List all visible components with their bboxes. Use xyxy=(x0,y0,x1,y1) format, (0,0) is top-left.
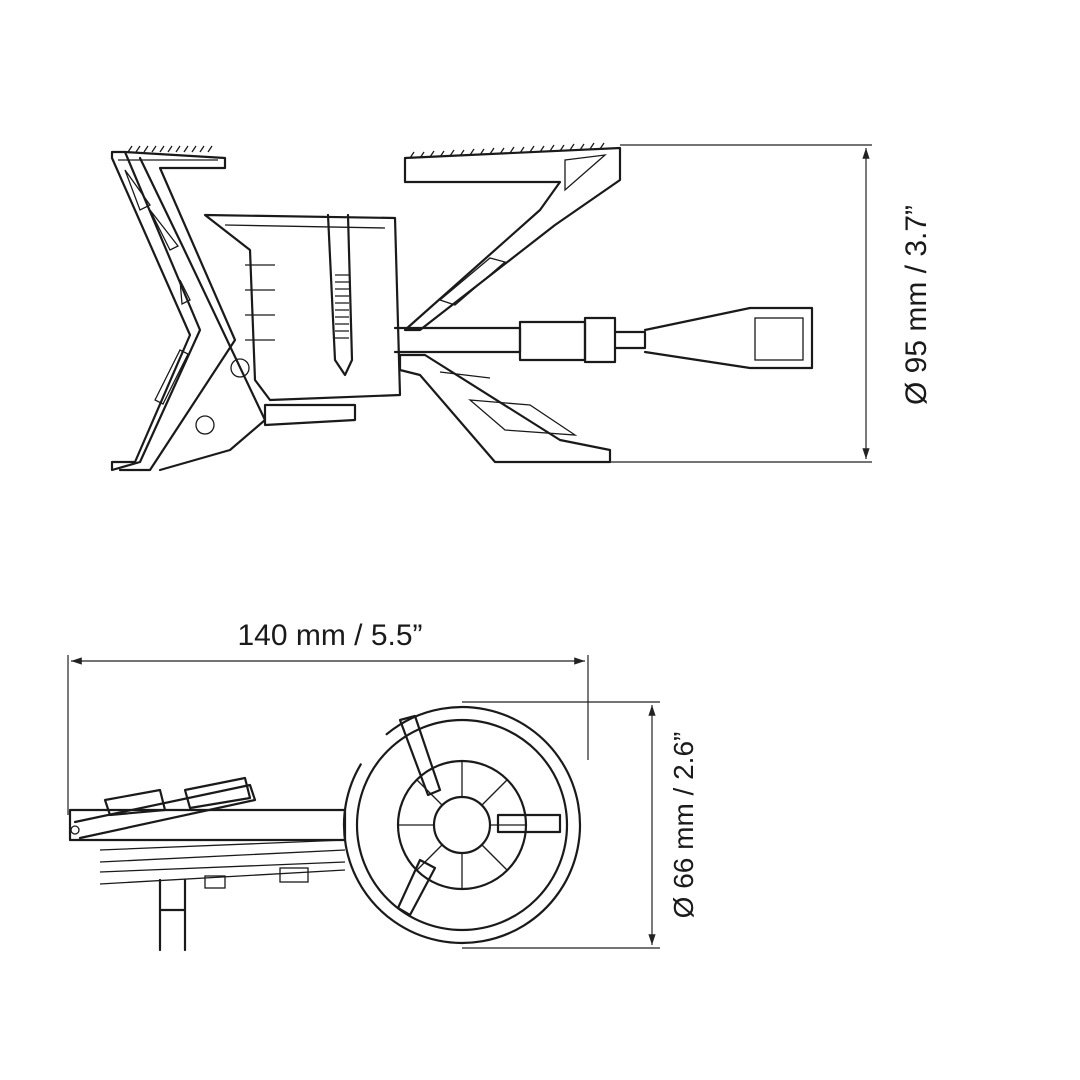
side-view-stove xyxy=(110,142,814,472)
length-label: 140 mm / 5.5” xyxy=(237,619,422,652)
diameter-dimension: Ø 66 mm / 2.6” xyxy=(462,701,699,949)
diameter-label: Ø 66 mm / 2.6” xyxy=(668,732,699,919)
length-dimension: 140 mm / 5.5” xyxy=(67,619,589,815)
height-label: Ø 95 mm / 3.7” xyxy=(900,205,933,405)
top-view-stove xyxy=(68,705,582,952)
height-dimension: Ø 95 mm / 3.7” xyxy=(610,144,933,463)
